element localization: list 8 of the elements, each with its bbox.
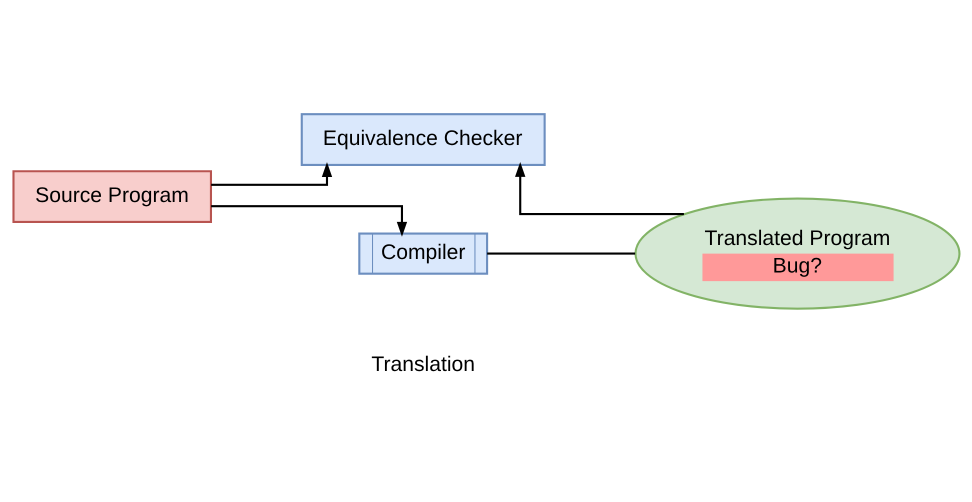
arrow: [514, 162, 684, 215]
node-box: Equivalence Checker: [300, 112, 546, 166]
connector: [486, 252, 635, 254]
node-box: Source Program: [12, 170, 212, 222]
label: Translation: [370, 352, 475, 376]
arrow: [210, 162, 332, 186]
node-ellipse: Translated Program Bug?: [634, 196, 960, 310]
arrow: [210, 204, 407, 236]
